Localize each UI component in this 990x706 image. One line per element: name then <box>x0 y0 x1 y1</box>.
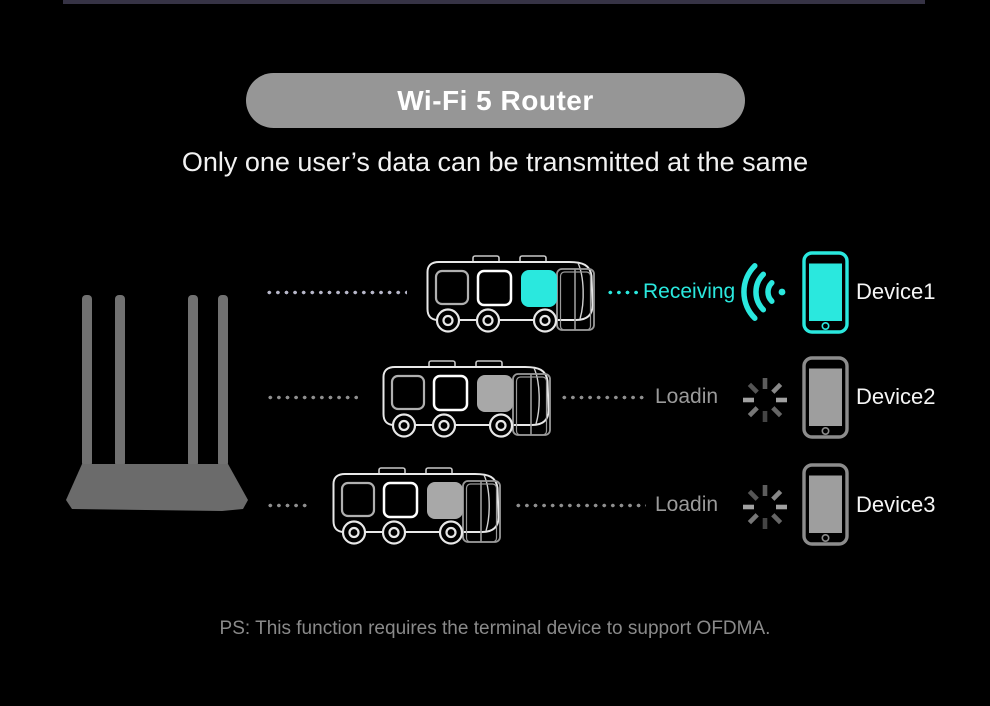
wifi-signal-icon <box>741 263 786 321</box>
bus-window-empty <box>476 269 513 307</box>
footer-note: PS: This function requires the terminal … <box>219 618 771 639</box>
packet-trail-dots <box>606 290 640 295</box>
packet-trail-dots <box>266 503 308 508</box>
bus-window-data-packet <box>521 270 557 307</box>
loading-spinner-icon <box>743 485 787 529</box>
title-pill: Wi-Fi 5 Router <box>246 73 745 128</box>
bus-window-empty <box>340 481 376 518</box>
device-label: Device2 <box>856 384 936 409</box>
bus-wheels <box>341 520 464 545</box>
bus-window-data-packet <box>427 482 463 519</box>
subtitle-text: Only one user’s data can be transmitted … <box>181 147 809 177</box>
bus-window-empty <box>432 374 469 412</box>
status-label: Receiving <box>643 280 736 303</box>
device-label: Device1 <box>856 279 936 304</box>
status-label: Loadin <box>655 385 719 408</box>
status-label: Loadin <box>655 493 719 516</box>
bus-window-empty <box>382 481 419 519</box>
data-bus-icon <box>332 467 501 545</box>
bus-wheels <box>435 308 558 333</box>
phone-device1-icon <box>802 251 849 334</box>
device-label: Device3 <box>856 492 936 517</box>
data-bus-icon <box>426 255 595 333</box>
data-bus-icon <box>382 360 551 438</box>
page-title: Wi-Fi 5 Router <box>397 84 594 116</box>
packet-trail-dots <box>265 290 407 295</box>
top-accent-bar <box>63 0 925 4</box>
phone-device2-icon <box>802 356 849 439</box>
packet-trail-dots <box>560 395 646 400</box>
loading-spinner-icon <box>743 378 787 422</box>
bus-window-empty <box>434 269 470 306</box>
router-icon <box>66 295 248 511</box>
packet-trail-dots <box>266 395 358 400</box>
phone-device3-icon <box>802 463 849 546</box>
bus-wheels <box>391 413 514 438</box>
bus-window-empty <box>390 374 426 411</box>
bus-window-data-packet <box>477 375 513 412</box>
packet-trail-dots <box>514 503 646 508</box>
